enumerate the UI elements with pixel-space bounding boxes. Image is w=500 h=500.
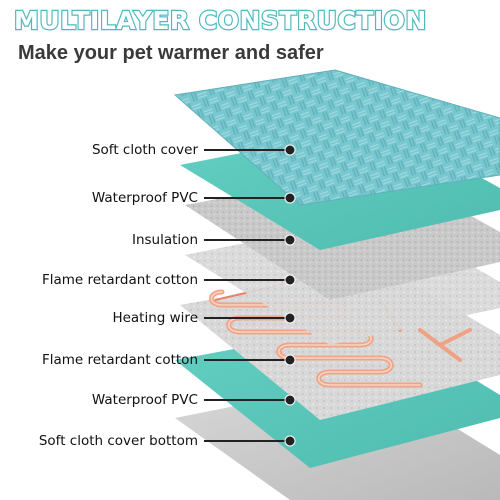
label-waterproof-pvc-lower: Waterproof PVC xyxy=(91,392,198,408)
layer-soft-cloth-cover xyxy=(173,69,500,206)
leader-dot xyxy=(284,192,296,204)
leader-line xyxy=(204,279,290,281)
label-soft-cloth-cover-bottom: Soft cloth cover bottom xyxy=(38,433,198,449)
leader-dot xyxy=(284,435,296,447)
leader-dot xyxy=(284,144,296,156)
page-title: MULTILAYER CONSTRUCTION xyxy=(13,5,428,36)
leader-line xyxy=(204,197,290,199)
leader-dot xyxy=(284,234,296,246)
leader-dot xyxy=(284,354,296,366)
leader-dot xyxy=(284,394,296,406)
label-insulation: Insulation xyxy=(131,232,198,248)
label-flame-retardant-cotton-lower: Flame retardant cotton xyxy=(41,352,198,368)
leader-dot xyxy=(284,312,296,324)
label-soft-cloth-cover: Soft cloth cover xyxy=(91,142,198,158)
leader-line xyxy=(204,440,290,442)
label-flame-retardant-cotton: Flame retardant cotton xyxy=(41,272,198,288)
page-subtitle: Make your pet warmer and safer xyxy=(18,42,324,64)
label-waterproof-pvc: Waterproof PVC xyxy=(91,190,198,206)
leader-dot xyxy=(284,274,296,286)
leader-line xyxy=(204,239,290,241)
label-heating-wire: Heating wire xyxy=(112,310,198,326)
leader-line xyxy=(204,149,290,151)
leader-line xyxy=(204,359,290,361)
leader-line xyxy=(204,317,290,319)
leader-line xyxy=(204,399,290,401)
